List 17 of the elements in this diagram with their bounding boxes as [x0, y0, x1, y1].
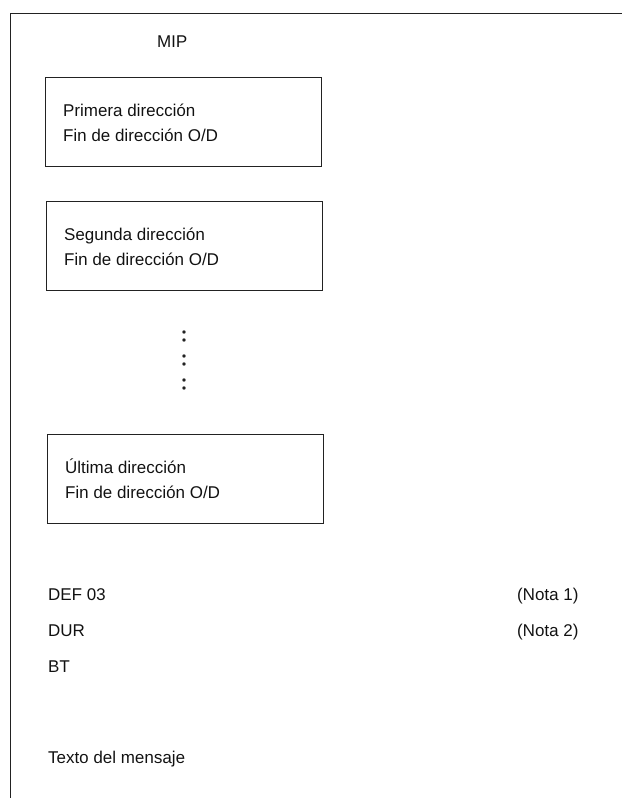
address-label: Segunda dirección [64, 224, 206, 246]
frame-box [10, 13, 622, 798]
end-marker-label: Fin de dirección O/D [63, 125, 219, 147]
note-label: (Nota 1) [517, 585, 578, 605]
heading: MIP [157, 32, 188, 52]
address-box [46, 201, 323, 291]
address-label: Primera dirección [63, 100, 196, 122]
field-label: BT [48, 657, 70, 677]
end-marker-label: Fin de dirección O/D [64, 249, 220, 271]
field-label: DUR [48, 621, 85, 641]
field-label: DEF 03 [48, 585, 106, 605]
end-marker-label: Fin de dirección O/D [65, 482, 221, 504]
field-label: Texto del mensaje [48, 748, 186, 768]
address-box [47, 434, 324, 524]
note-label: (Nota 2) [517, 621, 578, 641]
address-box [45, 77, 322, 167]
address-label: Última dirección [65, 457, 187, 479]
